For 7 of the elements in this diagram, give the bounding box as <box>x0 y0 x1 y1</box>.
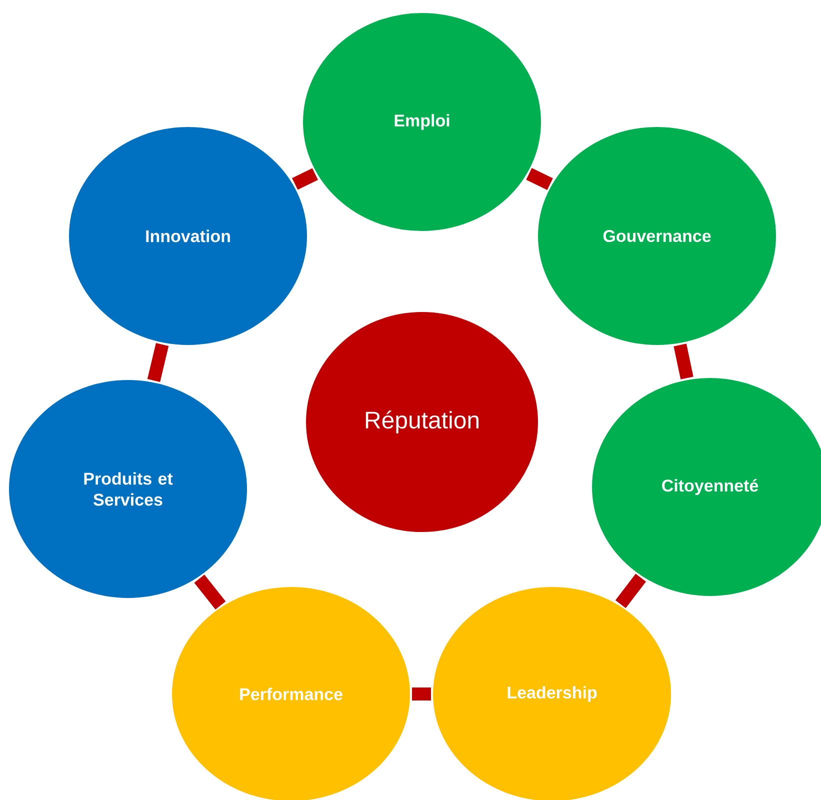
connector-bar <box>194 574 226 610</box>
connector-bar <box>526 168 553 190</box>
connector-bar <box>615 574 646 608</box>
connector-bar <box>147 342 169 382</box>
connector-bar <box>292 168 318 190</box>
connector-bar <box>674 344 694 380</box>
connector-bar <box>412 688 431 700</box>
